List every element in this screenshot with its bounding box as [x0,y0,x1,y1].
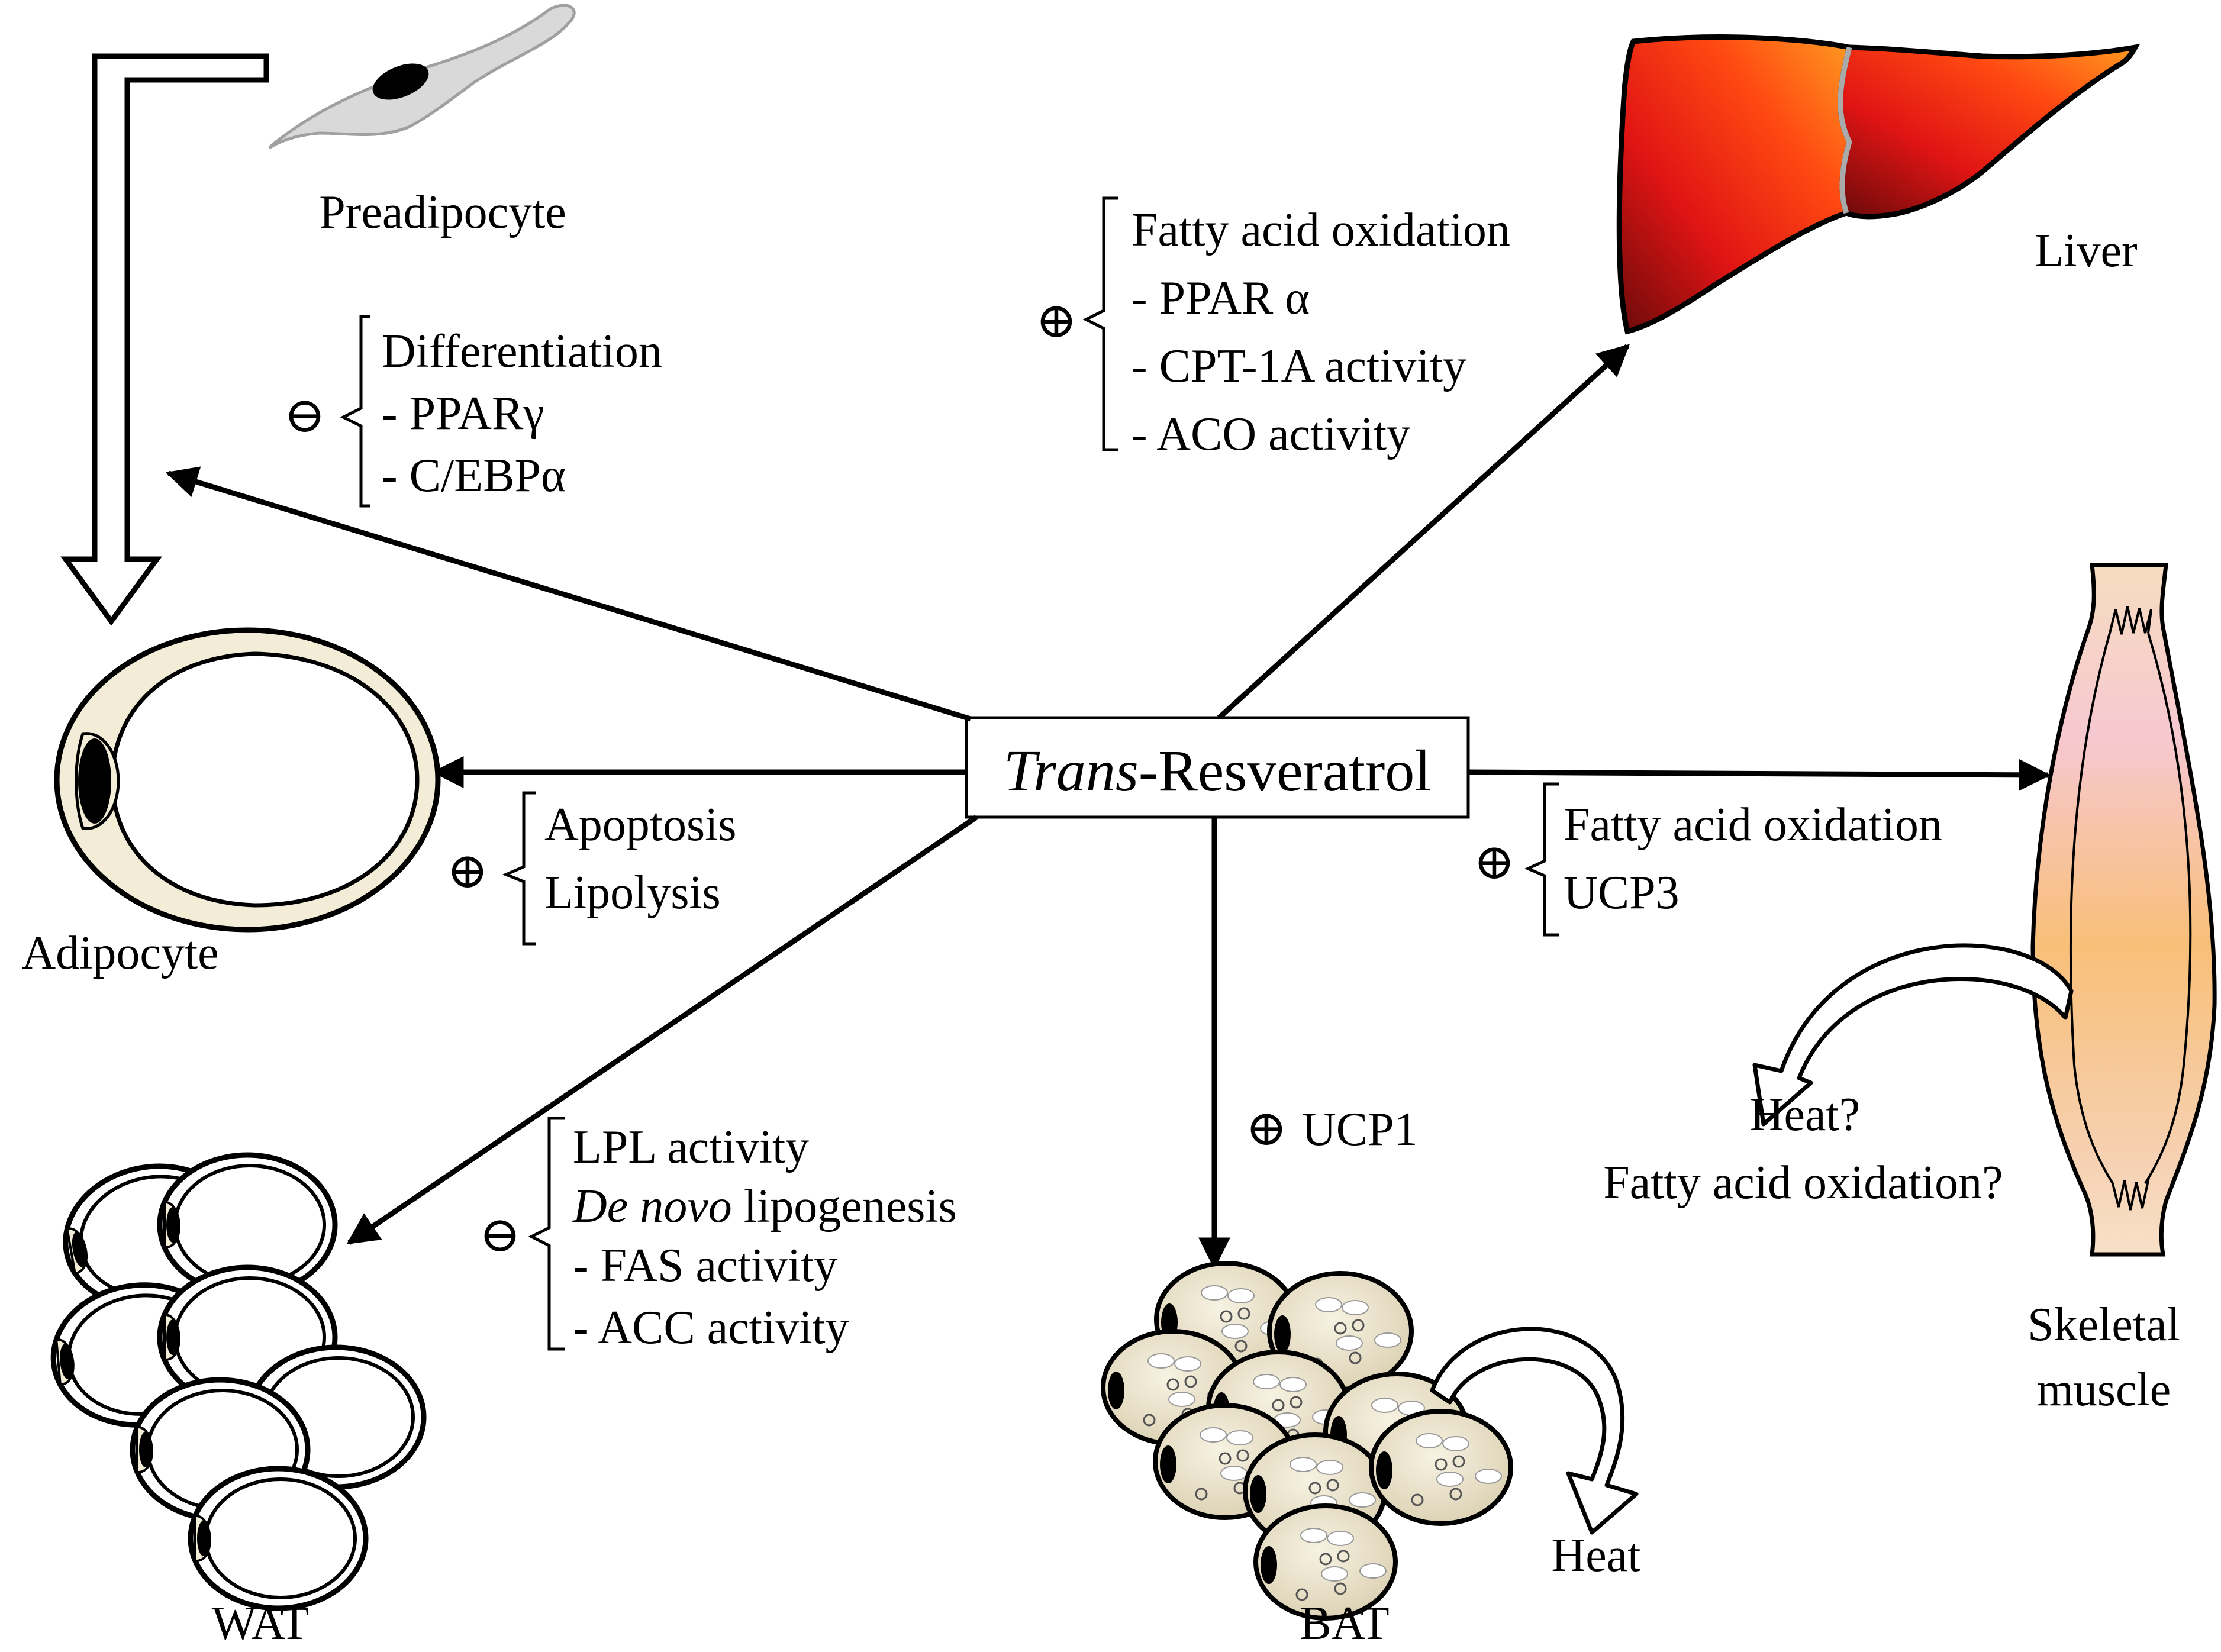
stimulate-sign: ⊕ [447,844,488,899]
bat-cell-cluster [1101,1261,1513,1621]
differentiation-hollow-arrow [60,53,269,626]
wat-cell [188,1466,369,1611]
muscle-heat-label: Heat? [1750,1089,1861,1141]
liver-effect-line-1: Fatty acid oxidation [1132,204,1510,256]
stimulate-sign: ⊕ [1246,1101,1287,1156]
resveratrol-suffix: -Resveratrol [1139,738,1431,804]
liver-effect-line-4: - ACO activity [1132,408,1410,460]
resveratrol-box: Trans-Resveratrol [965,716,1470,819]
wat-effect-line-2: De novo lipogenesis [572,1180,957,1232]
differentiation-line-1: Differentiation [382,325,662,377]
bat-heat-label: Heat [1551,1530,1640,1582]
wat-effect-line-1: LPL activity [573,1121,809,1173]
bat-effect-text: UCP1 [1302,1104,1418,1156]
arrow-to-differentiation [165,466,972,722]
arrow-to-muscle [1468,759,2051,791]
resveratrol-prefix: Trans [1004,738,1139,804]
muscle-fao-label: Fatty acid oxidation? [1603,1157,2003,1209]
skeletal-muscle-label-1: Skeletal [2027,1299,2180,1351]
adipocyte-cell [54,627,441,933]
apoptosis-line-2: Lipolysis [544,867,721,919]
wat-cell [157,1152,338,1298]
effect-arrows [165,344,2051,1270]
muscle-effect: ⊕ Fatty acid oxidation UCP3 [1474,782,1942,937]
wat-label: WAT [212,1598,309,1649]
wat-cell-cluster [50,1152,427,1611]
liver-organ [1616,34,2141,335]
bat-heat-arrow [1430,1327,1639,1535]
muscle-effect-line-1: Fatty acid oxidation [1564,799,1942,851]
stimulate-sign: ⊕ [1474,835,1515,890]
liver-effect-line-2: - PPAR α [1132,272,1310,324]
svg-text:Trans-Resveratrol: Trans-Resveratrol [1004,738,1431,804]
liver-effect-line-3: - CPT-1A activity [1132,340,1466,392]
adipocyte-label: Adipocyte [21,927,218,979]
preadipocyte-label: Preadipocyte [319,186,566,238]
differentiation-effect: ⊖ Differentiation - PPARγ - C/EBPα [284,315,662,508]
bat-cell [1253,1503,1398,1621]
liver-label: Liver [2035,225,2137,277]
apoptosis-effect: ⊕ Apoptosis Lipolysis [447,791,737,946]
inhibit-sign: ⊖ [479,1208,521,1263]
wat-effect: ⊖ LPL activity De novo lipogenesis - FAS… [479,1117,957,1354]
differentiation-line-3: - C/EBPα [382,450,566,502]
muscle-heat-arrow [1752,943,2074,1127]
wat-effect-line-4: - ACC activity [573,1302,849,1354]
skeletal-muscle-organ [2030,563,2217,1257]
differentiation-line-2: - PPARγ [382,388,544,440]
skeletal-muscle-label-2: muscle [2037,1364,2171,1416]
apoptosis-line-1: Apoptosis [544,799,737,851]
stimulate-sign: ⊕ [1036,293,1077,349]
inhibit-sign: ⊖ [284,388,325,443]
liver-effect: ⊕ Fatty acid oxidation - PPAR α - CPT-1A… [1036,196,1510,460]
bat-label: BAT [1300,1598,1389,1649]
arrow-to-wat [346,815,978,1245]
denovo-rest: lipogenesis [732,1180,957,1232]
arrow-to-liver [1217,344,1630,720]
denovo-italic: De novo [572,1180,732,1232]
preadipocyte-cell [268,4,576,150]
bat-cell [1369,1409,1513,1526]
wat-effect-line-3: - FAS activity [573,1240,837,1292]
bat-effect: ⊕ UCP1 [1246,1101,1418,1156]
muscle-effect-line-2: UCP3 [1564,867,1680,919]
